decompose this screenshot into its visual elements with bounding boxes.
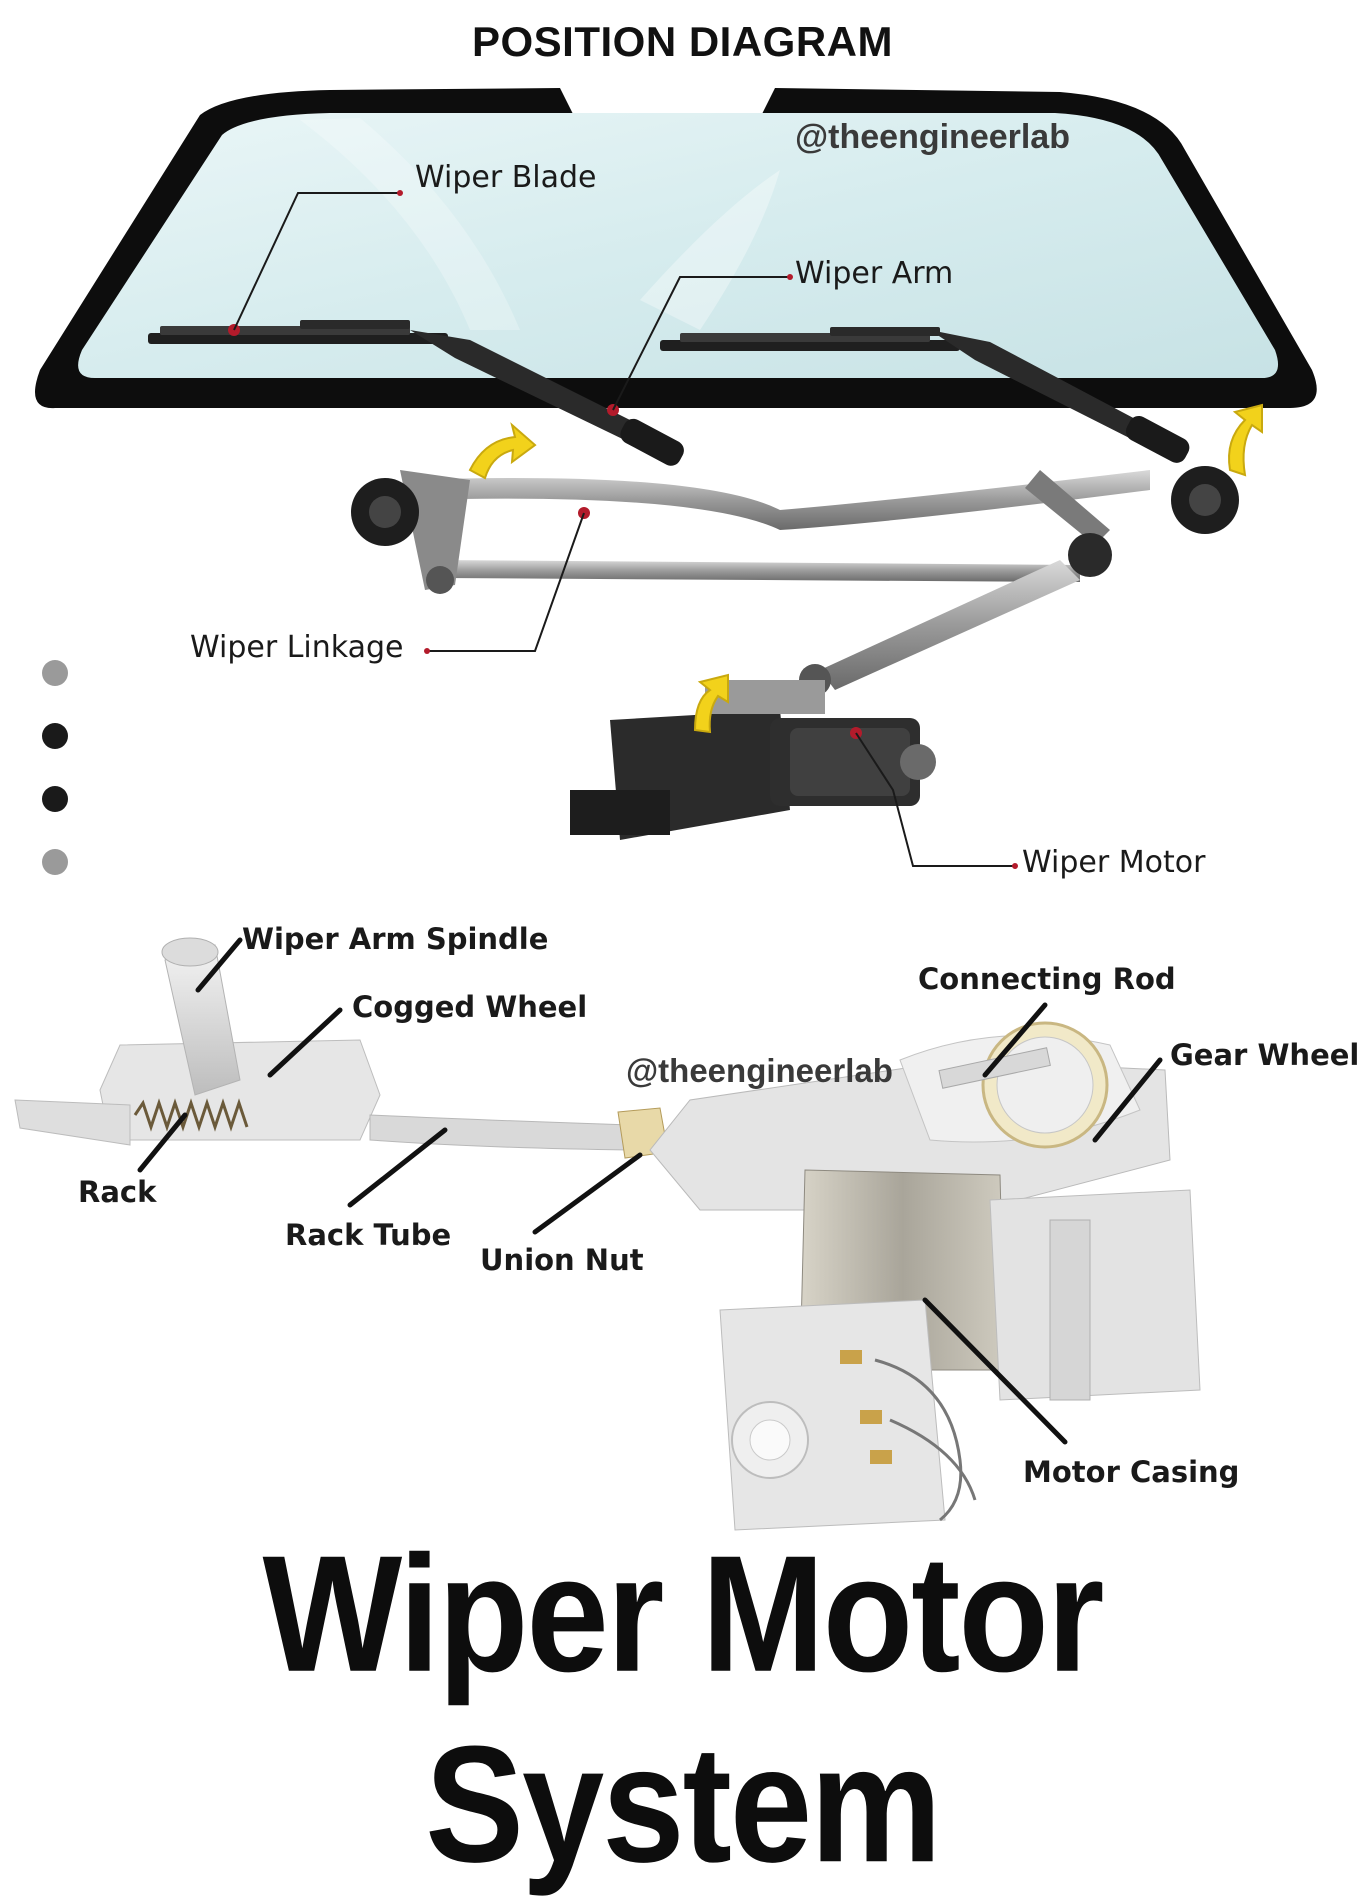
label-wiper-arm-spindle: Wiper Arm Spindle: [242, 922, 549, 956]
label-wiper-linkage: Wiper Linkage: [190, 630, 404, 665]
slide-dot-4[interactable]: [42, 849, 68, 875]
wiper-arm-left: [410, 330, 684, 466]
wiper-blade-right: [660, 327, 960, 351]
slide-dot-3[interactable]: [42, 786, 68, 812]
label-rack: Rack: [78, 1175, 157, 1209]
slide-dot-2[interactable]: [42, 723, 68, 749]
slide-dot-1[interactable]: [42, 660, 68, 686]
label-wiper-blade: Wiper Blade: [415, 160, 597, 195]
label-union-nut: Union Nut: [480, 1243, 644, 1277]
label-connecting-rod: Connecting Rod: [918, 962, 1176, 996]
label-motor-casing: Motor Casing: [1023, 1455, 1240, 1489]
label-gear-wheel: Gear Wheel: [1170, 1038, 1360, 1072]
motor-gearbox: [649, 1021, 1201, 1531]
wiper-arm-right: [930, 330, 1190, 463]
top-leader-lines: [233, 190, 1018, 869]
windshield: [35, 88, 1317, 409]
wiper-linkage-assembly: [351, 466, 1239, 696]
label-wiper-motor: Wiper Motor: [1022, 845, 1206, 880]
label-cogged-wheel: Cogged Wheel: [352, 990, 588, 1024]
wiper-blade-left: [148, 320, 448, 344]
footer-title: Wiper Motor System: [262, 1521, 1105, 1898]
wiper-illustration: [14, 88, 1317, 1531]
label-rack-tube: Rack Tube: [285, 1218, 452, 1252]
watermark-handle-bottom: @theengineerlab: [626, 1052, 893, 1089]
watermark-handle-top: @theengineerlab: [795, 118, 1070, 156]
motion-arrows: [468, 403, 1263, 734]
bottom-leader-lines: [137, 937, 1163, 1445]
label-wiper-arm: Wiper Arm: [795, 256, 954, 291]
wiper-motor-unit: [570, 680, 936, 840]
diagram-title: POSITION DIAGRAM: [471, 18, 893, 65]
rack-mechanism: [14, 937, 832, 1159]
